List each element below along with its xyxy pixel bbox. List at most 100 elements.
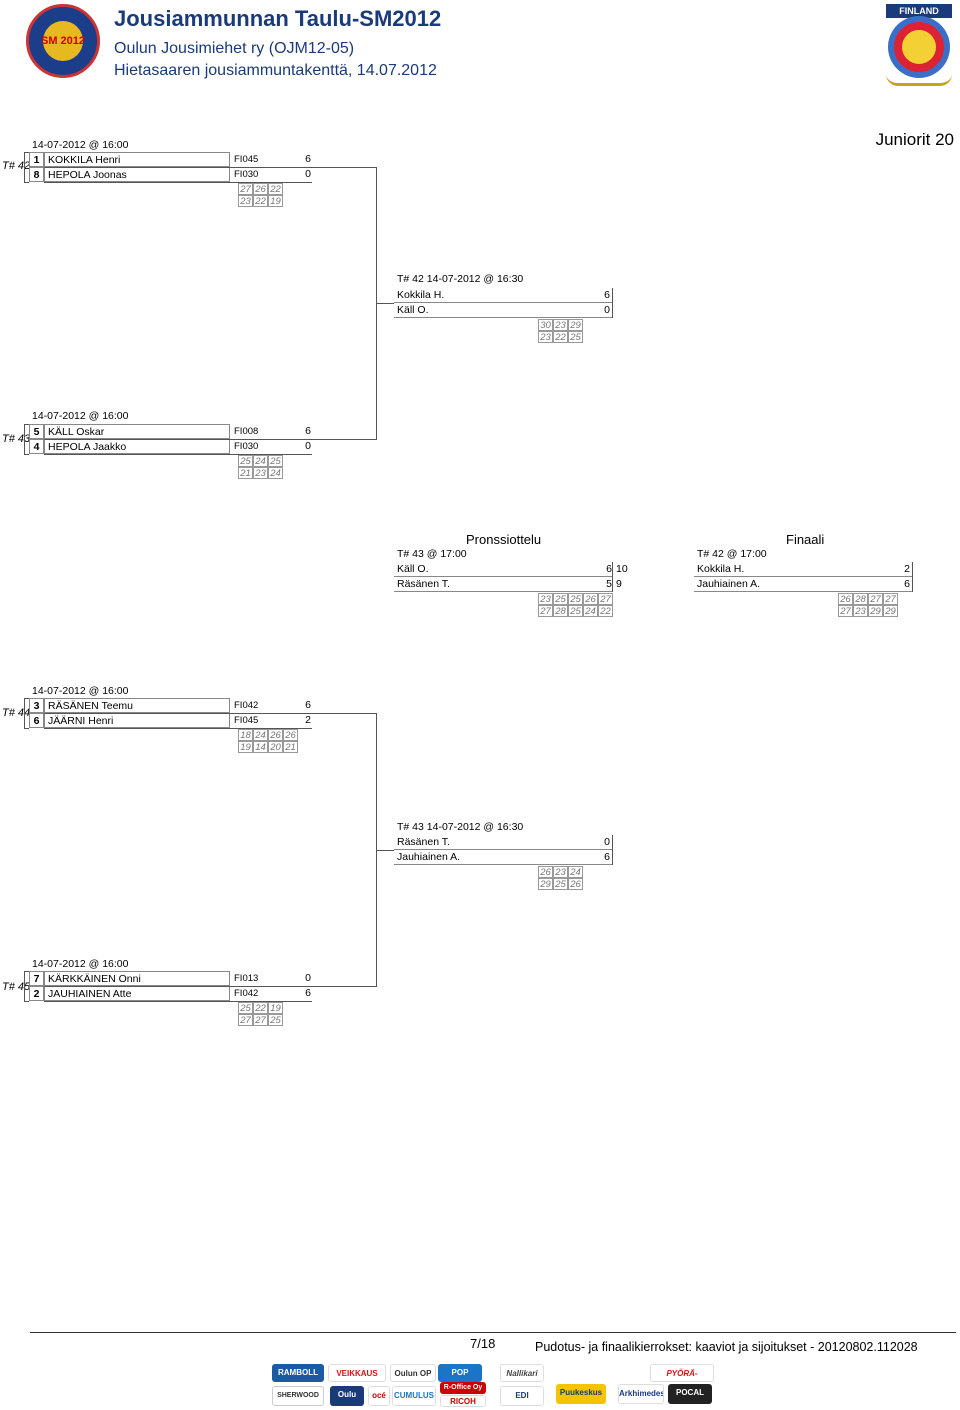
venue: Hietasaaren jousiammuntakenttä, 14.07.20… (114, 62, 437, 79)
archer-name: Jauhiainen A. (694, 577, 912, 592)
target-label: T# 44 (2, 707, 31, 719)
archer-name: Jauhiainen A. (394, 850, 612, 865)
sm-logo: SM 2012 (26, 4, 100, 78)
end-score: 26 (268, 729, 283, 741)
end-score: 25 (238, 1002, 253, 1014)
archer-name: JÄÄRNI Henri (44, 713, 230, 728)
sponsor-logo: EDI Archery (500, 1386, 544, 1406)
archer-name: RÄSÄNEN Teemu (44, 698, 230, 713)
page-number: 7/18 (470, 1336, 496, 1351)
end-score: 26 (838, 593, 853, 605)
archer-name: Kokkila H. (694, 562, 912, 577)
end-score: 23 (553, 319, 568, 331)
target-label: T# 45 (2, 981, 31, 993)
set-points: 0 (305, 168, 311, 180)
end-score: 27 (253, 1014, 268, 1026)
set-points: 6 (305, 699, 311, 711)
seed: 7 (29, 971, 44, 986)
target-label: T# 43 (2, 433, 31, 445)
end-score: 27 (538, 605, 553, 617)
sponsor-logo: Nallikari (500, 1364, 544, 1382)
end-score: 28 (553, 605, 568, 617)
shoot-off: 9 (616, 578, 622, 590)
end-score: 25 (553, 593, 568, 605)
seed: 4 (29, 439, 44, 454)
sm-logo-text: SM 2012 (40, 35, 86, 47)
final-title: Finaali (786, 532, 825, 547)
sponsor-logo: océ (368, 1386, 390, 1406)
sponsor-logo: Arkhimedes (618, 1384, 664, 1404)
set-points: 6 (305, 987, 311, 999)
end-score: 25 (268, 455, 283, 467)
sponsor-logo: R-Office Oy (440, 1382, 486, 1394)
archer-name: HEPOLA Jaakko (44, 439, 230, 454)
end-score: 22 (598, 605, 613, 617)
club-code: FI042 (234, 700, 259, 711)
shoot-off: 10 (616, 563, 628, 575)
set-points: 6 (604, 851, 610, 863)
set-points: 0 (604, 836, 610, 848)
end-score: 14 (253, 741, 268, 753)
club-code: FI008 (234, 426, 259, 437)
sponsor-logo: RAMBOLL (272, 1364, 324, 1382)
end-score: 22 (253, 1002, 268, 1014)
set-points: 6 (606, 563, 612, 575)
end-score: 27 (868, 593, 883, 605)
archer-name: Kokkila H. (394, 288, 612, 303)
end-score: 25 (268, 1014, 283, 1026)
seed: 3 (29, 698, 44, 713)
end-score: 23 (553, 866, 568, 878)
archer-name: KOKKILA Henri (44, 152, 230, 167)
end-score: 23 (253, 467, 268, 479)
match-time: 14-07-2012 @ 16:00 (32, 410, 129, 422)
division-label: Juniorit 20 (875, 130, 954, 149)
end-score: 24 (253, 729, 268, 741)
archer-name: Käll O. (394, 562, 612, 577)
end-score: 26 (583, 593, 598, 605)
archer-name: JAUHIAINEN Atte (44, 986, 230, 1001)
set-points: 6 (305, 425, 311, 437)
end-score: 26 (253, 183, 268, 195)
set-points: 0 (305, 440, 311, 452)
finland-label: FINLAND (886, 4, 952, 18)
end-score: 19 (268, 195, 283, 207)
end-score: 21 (283, 741, 298, 753)
end-score: 28 (853, 593, 868, 605)
seed: 8 (29, 167, 44, 182)
set-points: 6 (305, 153, 311, 165)
semi-header: T# 43 14-07-2012 @ 16:30 (397, 821, 524, 833)
end-score: 27 (883, 593, 898, 605)
seed: 5 (29, 424, 44, 439)
end-score: 19 (238, 741, 253, 753)
end-score: 22 (268, 183, 283, 195)
archer-name: KÄRKKÄINEN Onni (44, 971, 230, 986)
end-score: 30 (538, 319, 553, 331)
sponsor-logo: POP Pankki (438, 1364, 482, 1382)
end-score: 29 (868, 605, 883, 617)
end-score: 24 (583, 605, 598, 617)
end-score: 29 (538, 878, 553, 890)
archer-name: Räsänen T. (394, 835, 612, 850)
end-score: 25 (568, 605, 583, 617)
end-score: 23 (853, 605, 868, 617)
end-score: 23 (238, 195, 253, 207)
set-points: 0 (305, 972, 311, 984)
archer-name: Räsänen T. (394, 577, 612, 592)
end-score: 22 (553, 331, 568, 343)
club-code: FI030 (234, 441, 259, 452)
footer-rule (30, 1332, 956, 1333)
end-score: 25 (568, 331, 583, 343)
end-score: 29 (883, 605, 898, 617)
match-time: 14-07-2012 @ 16:00 (32, 958, 129, 970)
end-score: 24 (268, 467, 283, 479)
end-score: 19 (268, 1002, 283, 1014)
match-time: 14-07-2012 @ 16:00 (32, 139, 129, 151)
end-score: 22 (253, 195, 268, 207)
end-score: 27 (838, 605, 853, 617)
sponsor-logo: Puukeskus (556, 1384, 606, 1404)
sponsor-logo: Oulun OP (390, 1364, 436, 1382)
set-points: 6 (604, 289, 610, 301)
end-score: 27 (598, 593, 613, 605)
club-code: FI030 (234, 169, 259, 180)
set-points: 6 (904, 578, 910, 590)
